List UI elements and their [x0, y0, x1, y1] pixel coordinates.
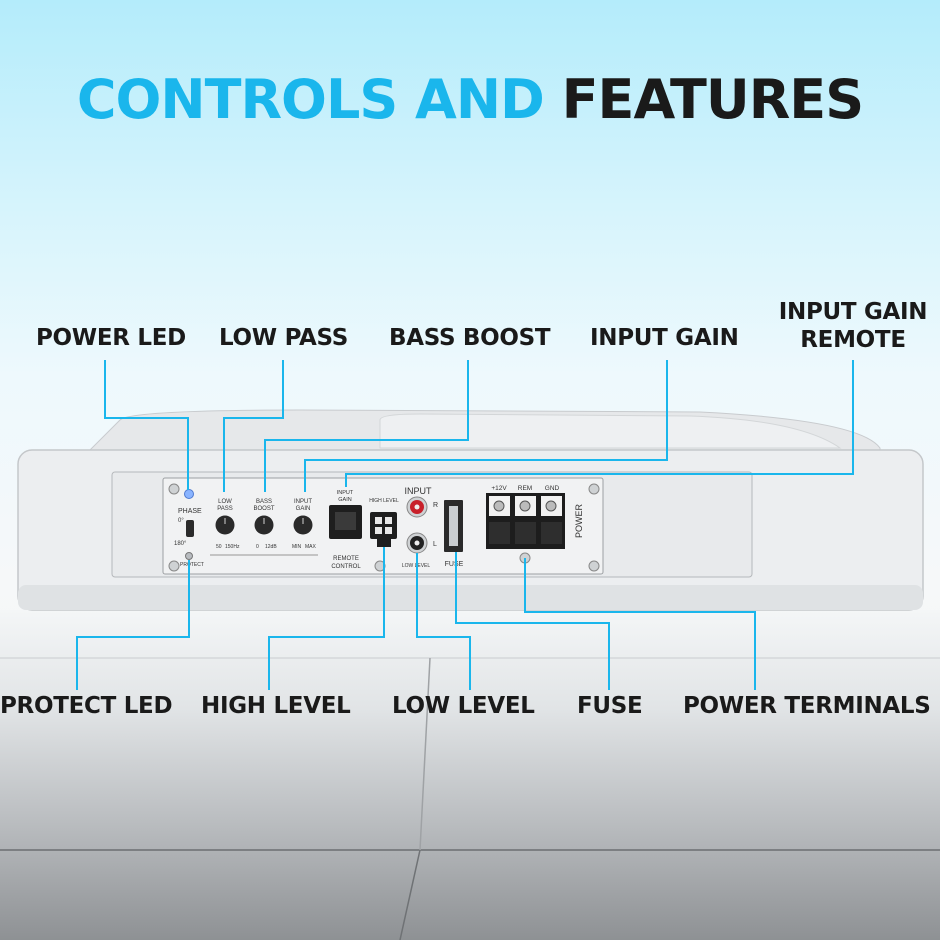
screw [519, 552, 531, 564]
label-input-gain-remote: INPUT GAIN REMOTE [779, 298, 928, 354]
low-pass-panel-label-1: LOW [218, 499, 232, 505]
input-gain-range-min: MIN [292, 544, 302, 550]
label-bass-boost: BASS BOOST [389, 325, 551, 351]
bass-boost-range-min: 0 [256, 544, 259, 550]
low-pass-range-max: 150Hz [225, 544, 240, 550]
rca-right-input[interactable] [406, 496, 428, 518]
remote-control-label-2: CONTROL [331, 564, 361, 570]
rca-r-label: R [433, 502, 438, 509]
remote-control-label-1: REMOTE [333, 556, 359, 562]
screw [168, 483, 180, 495]
label-low-level: LOW LEVEL [392, 693, 535, 719]
label-input-gain: INPUT GAIN [590, 325, 739, 351]
label-low-pass: LOW PASS [219, 325, 349, 351]
page-title: CONTROLS AND FEATURES [0, 68, 940, 131]
screw [588, 483, 600, 495]
label-fuse: FUSE [577, 693, 643, 719]
gnd-label: GND [545, 485, 560, 492]
label-input-gain-remote-line1: INPUT GAIN [778, 299, 928, 325]
label-protect-led: PROTECT LED [0, 693, 173, 719]
screw [374, 560, 386, 572]
power-terminal-block[interactable] [486, 493, 565, 549]
input-gain-panel-label-2: GAIN [296, 506, 311, 512]
phase-switch[interactable] [186, 520, 194, 537]
low-pass-panel-label-2: PASS [217, 506, 233, 512]
label-power-led: POWER LED [36, 325, 186, 351]
remote-gain-label-2: GAIN [338, 497, 351, 503]
protect-led-indicator [185, 552, 193, 560]
bass-boost-range-max: 12dB [265, 544, 277, 550]
input-panel-label: INPUT [405, 486, 433, 496]
bass-boost-panel-label-2: BOOST [253, 506, 274, 512]
high-level-panel-label: HIGH LEVEL [369, 498, 399, 504]
phase-label: PHASE [178, 508, 202, 515]
low-pass-range-min: 50 [216, 544, 222, 550]
bass-boost-panel-label-1: BASS [256, 499, 272, 505]
rca-left-input[interactable] [406, 532, 428, 554]
screw [168, 560, 180, 572]
title-dark: FEATURES [561, 68, 864, 131]
plus12v-label: +12V [491, 485, 507, 492]
input-gain-range-max: MAX [305, 544, 317, 550]
low-level-panel-label: LOW LEVEL [402, 563, 431, 569]
low-pass-knob[interactable] [215, 515, 235, 535]
fuse-panel-label: FUSE [445, 561, 464, 568]
power-panel-label: POWER [574, 504, 584, 539]
high-level-connector[interactable] [370, 512, 397, 539]
phase-180-label: 180° [174, 541, 187, 547]
protect-text: PROTECT [180, 562, 204, 568]
label-high-level: HIGH LEVEL [201, 693, 351, 719]
screw [588, 560, 600, 572]
remote-gain-label-1: INPUT [337, 490, 354, 496]
phase-0-label: 0° [178, 518, 184, 524]
rca-l-label: L [433, 541, 437, 548]
title-accent: CONTROLS AND [76, 68, 545, 131]
power-led-indicator [184, 489, 194, 499]
input-gain-panel-label-1: INPUT [294, 499, 312, 505]
bass-boost-knob[interactable] [254, 515, 274, 535]
label-input-gain-remote-line2: REMOTE [800, 327, 906, 353]
rem-label: REM [518, 485, 532, 492]
input-gain-knob[interactable] [293, 515, 313, 535]
label-power-terminals: POWER TERMINALS [683, 693, 931, 719]
